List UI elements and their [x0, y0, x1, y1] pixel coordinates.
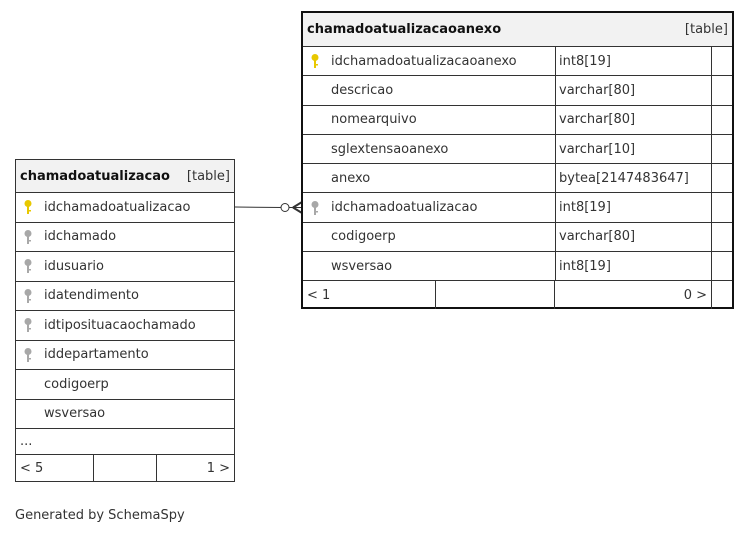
foreign-key-icon [22, 288, 34, 304]
column-row[interactable]: anexo bytea[2147483647] [303, 164, 732, 194]
column-name: idchamadoatualizacao [303, 193, 555, 221]
column-label: idatendimento [44, 288, 139, 304]
foreign-key-icon [22, 229, 34, 245]
column-type: varchar[80] [555, 105, 712, 134]
column-label: codigoerp [44, 376, 109, 392]
footer-left[interactable]: < 5 [16, 455, 94, 481]
more-indicator: ... [20, 434, 33, 449]
column-name: idchamadoatualizacao [16, 193, 234, 222]
table-type: [table] [684, 22, 728, 37]
column-extra [712, 135, 732, 163]
foreign-key-icon [22, 347, 34, 363]
table-type: [table] [186, 168, 230, 184]
column-name: idchamadoatualizacaoanexo [303, 47, 555, 75]
table-chamadoatualizacaoanexo[interactable]: chamadoatualizacaoanexo [table] idchamad… [301, 11, 734, 310]
optional-circle-icon [280, 203, 290, 212]
column-row[interactable]: sglextensaoanexo varchar[10] [303, 134, 732, 165]
footer-middle [436, 281, 555, 310]
column-label: iddepartamento [44, 347, 149, 363]
more-row: ... [16, 429, 234, 455]
column-type: bytea[2147483647] [555, 164, 712, 193]
column-row[interactable]: codigoerp [16, 370, 234, 400]
column-row[interactable]: wsversao [16, 400, 234, 429]
column-label: idtiposituacaochamado [44, 317, 196, 333]
column-extra [712, 164, 732, 192]
column-row[interactable]: idchamadoatualizacao [16, 193, 234, 223]
table-footer: < 5 1 > [16, 455, 234, 481]
column-label: idchamadoatualizacaoanexo [331, 53, 517, 69]
column-type: int8[19] [555, 47, 712, 76]
column-extra [712, 193, 732, 221]
footer-right[interactable]: 0 > [555, 281, 712, 310]
column-extra [712, 47, 732, 75]
primary-key-icon [22, 199, 34, 215]
primary-key-icon [309, 53, 321, 69]
column-name: sglextensaoanexo [303, 135, 555, 163]
column-extra [712, 223, 732, 251]
column-name: idusuario [16, 252, 234, 281]
column-label: descricao [331, 82, 394, 98]
table-header: chamadoatualizacao [table] [16, 160, 234, 193]
column-label: anexo [331, 170, 371, 186]
column-label: idchamadoatualizacao [44, 199, 191, 215]
column-label: idchamado [44, 229, 117, 245]
column-label: codigoerp [331, 229, 396, 245]
column-row[interactable]: idchamadoatualizacaoanexo int8[19] [303, 47, 732, 77]
column-type: varchar[80] [555, 76, 712, 105]
column-label: nomearquivo [331, 112, 417, 128]
column-row[interactable]: idatendimento [16, 282, 234, 311]
column-label: sglextensaoanexo [331, 141, 449, 157]
column-name: idtiposituacaochamado [16, 311, 234, 340]
column-row[interactable]: idchamado [16, 223, 234, 252]
column-type: int8[19] [555, 193, 712, 222]
column-row[interactable]: descricao varchar[80] [303, 76, 732, 106]
column-row[interactable]: codigoerp varchar[80] [303, 222, 732, 253]
column-row[interactable]: idtiposituacaochamado [16, 311, 234, 341]
column-name: nomearquivo [303, 106, 555, 134]
table-name[interactable]: chamadoatualizacaoanexo [307, 22, 502, 37]
generated-by-label: Generated by SchemaSpy [15, 508, 185, 523]
footer-middle [94, 455, 157, 481]
column-type: int8[19] [555, 252, 712, 281]
column-name: codigoerp [16, 370, 234, 399]
foreign-key-icon [22, 317, 34, 333]
column-row[interactable]: iddepartamento [16, 341, 234, 370]
column-name: idatendimento [16, 282, 234, 311]
column-name: idchamado [16, 223, 234, 252]
column-extra [712, 252, 732, 280]
footer-blank [712, 281, 732, 309]
column-row[interactable]: idusuario [16, 252, 234, 282]
column-label: idusuario [44, 258, 104, 274]
column-name: codigoerp [303, 223, 555, 251]
column-row[interactable]: idchamadoatualizacao int8[19] [303, 193, 732, 223]
table-name[interactable]: chamadoatualizacao [20, 168, 170, 184]
column-type: varchar[80] [555, 222, 712, 252]
column-name: anexo [303, 164, 555, 192]
column-label: wsversao [331, 258, 393, 274]
column-label: wsversao [44, 406, 106, 422]
table-chamadoatualizacao[interactable]: chamadoatualizacao [table] idchamadoatua… [15, 159, 235, 482]
column-type: varchar[10] [555, 134, 712, 164]
table-footer: < 1 0 > [303, 281, 732, 310]
footer-left[interactable]: < 1 [303, 281, 436, 310]
column-extra [712, 106, 732, 134]
foreign-key-icon [22, 258, 34, 274]
column-name: descricao [303, 76, 555, 104]
column-row[interactable]: wsversao int8[19] [303, 252, 732, 282]
column-label: idchamadoatualizacao [331, 200, 478, 216]
column-name: wsversao [16, 400, 234, 429]
table-header: chamadoatualizacaoanexo [table] [303, 13, 732, 47]
column-extra [712, 76, 732, 104]
foreign-key-icon [309, 200, 321, 216]
column-name: iddepartamento [16, 341, 234, 370]
column-row[interactable]: nomearquivo varchar[80] [303, 105, 732, 135]
footer-right[interactable]: 1 > [206, 460, 230, 476]
crowfoot-icon [292, 201, 303, 209]
column-name: wsversao [303, 252, 555, 280]
